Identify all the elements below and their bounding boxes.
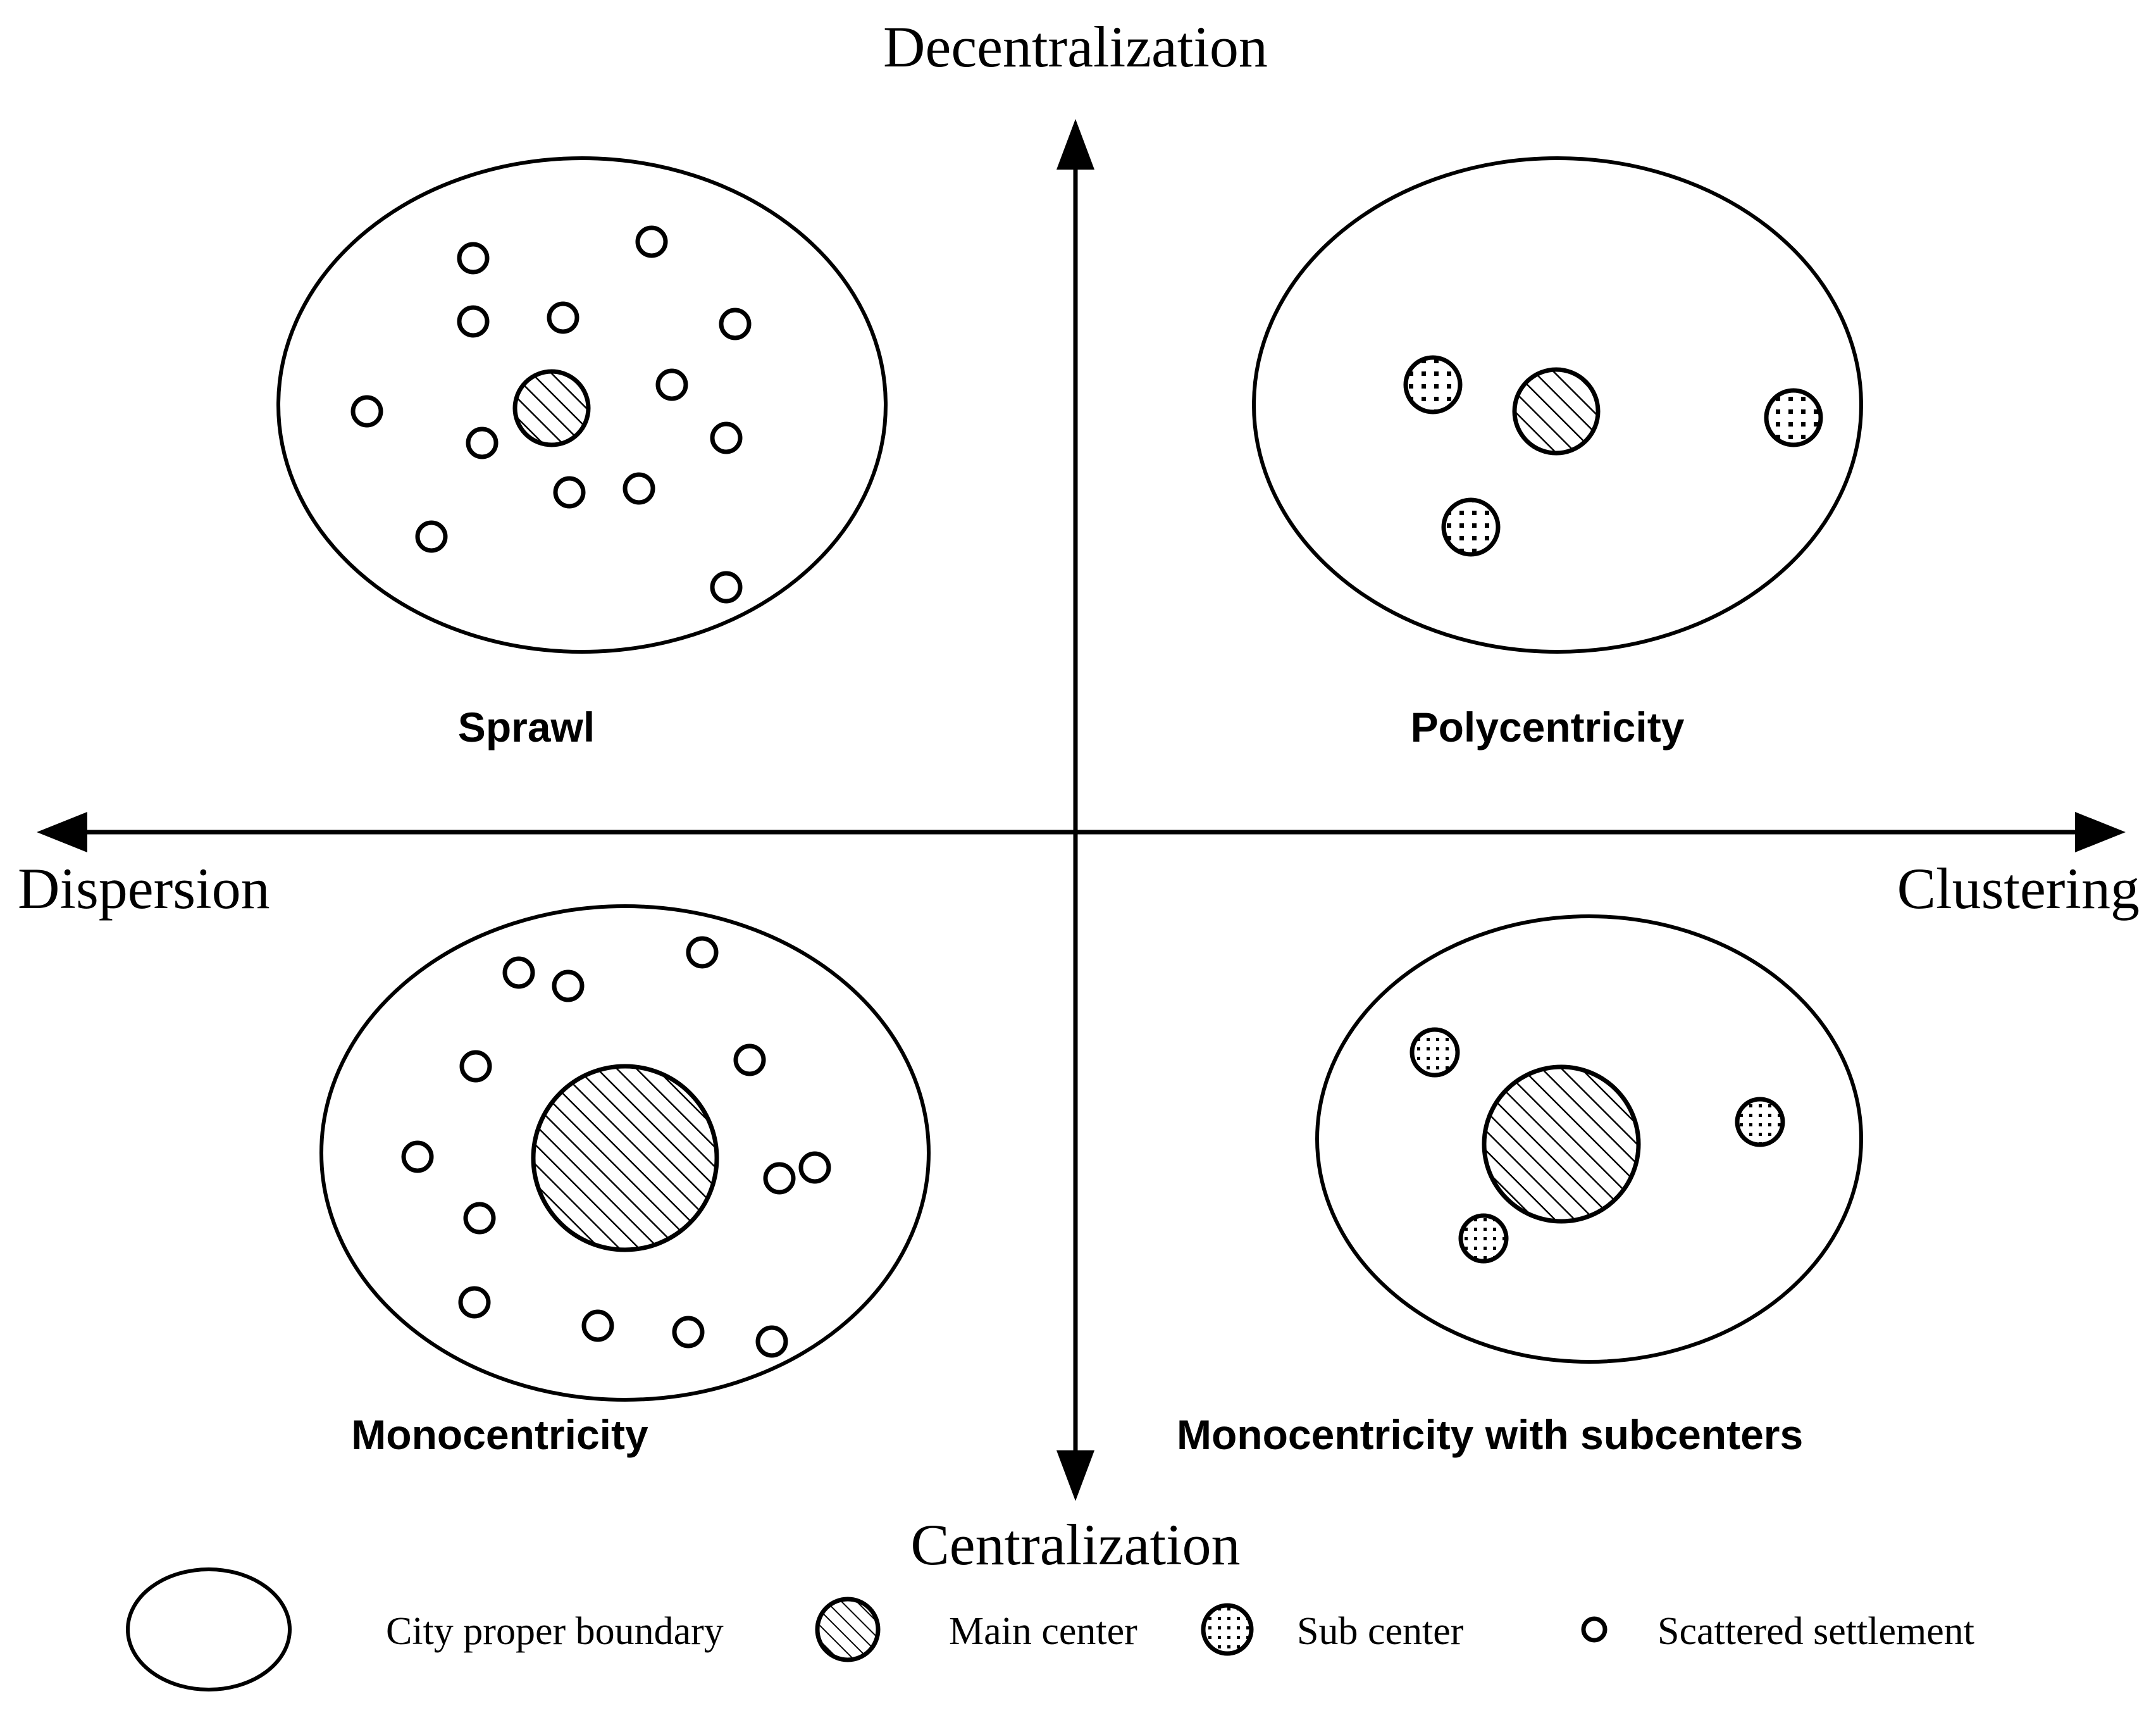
scattered-settlement: [733, 1043, 766, 1076]
axis-label-centralization: Centralization: [910, 1512, 1240, 1577]
axis-label-decentralization: Decentralization: [883, 15, 1268, 79]
scattered-settlement: [463, 1202, 496, 1235]
scattered-settlement: [635, 225, 668, 258]
scattered-settlement: [401, 1140, 434, 1173]
main-center: [1482, 1064, 1641, 1224]
scattered-settlement: [415, 520, 448, 553]
arrowhead-left-icon: [37, 812, 87, 852]
scattered-settlement: [755, 1325, 788, 1358]
sub-center: [1764, 388, 1823, 447]
scattered-settlement: [350, 395, 383, 428]
sub-center: [1409, 1027, 1460, 1078]
scattered-settlement: [686, 936, 719, 969]
axis-horizontal: [37, 812, 2126, 852]
scattered-settlement: [655, 368, 688, 401]
legend-label-scattered-settlement: Scattered settlement: [1657, 1610, 1974, 1653]
arrowhead-up-icon: [1056, 119, 1094, 170]
city-boundary-ellipse-icon: [126, 1567, 292, 1691]
scattered-settlement: [623, 472, 655, 505]
legend-label-city-proper-boundary: City proper boundary: [386, 1610, 724, 1653]
scattered-settlement: [547, 301, 579, 334]
sub-center: [1403, 355, 1463, 414]
scattered-settlement: [672, 1316, 705, 1349]
legend-label-main-center: Main center: [949, 1610, 1137, 1653]
sub-centers: [1403, 355, 1823, 557]
quadrant-label-sprawl: Sprawl: [458, 704, 595, 751]
legend: City proper boundary Main center Sub cen…: [126, 1567, 1974, 1691]
scattered-settlement: [458, 1286, 491, 1319]
legend-label-sub-center: Sub center: [1297, 1610, 1464, 1653]
scattered-settlement: [581, 1309, 614, 1342]
quadrant-polycentricity: Polycentricity: [1252, 156, 1863, 751]
quadrant-label-monocentricity-with-subcenters: Monocentricity with subcenters: [1177, 1411, 1803, 1458]
sub-center: [1735, 1097, 1785, 1147]
scattered-settlement: [457, 305, 490, 338]
quadrant-monocentricity-with-subcenters: Monocentricity with subcenters: [1177, 914, 1863, 1458]
main-center: [1512, 367, 1601, 456]
scattered-settlement: [502, 956, 535, 989]
main-center: [512, 369, 591, 447]
arrowhead-right-icon: [2075, 812, 2126, 852]
legend-item-scattered-settlement: Scattered settlement: [1581, 1610, 1974, 1653]
scattered-settlement: [457, 242, 490, 275]
scattered-settlement: [466, 427, 499, 459]
arrowhead-down-icon: [1056, 1450, 1094, 1501]
sub-center: [1441, 497, 1501, 557]
scattered-settlement: [552, 969, 585, 1002]
scattered-settlement: [763, 1162, 796, 1195]
sub-center-dotted-circle-icon: [1201, 1603, 1254, 1656]
main-center: [531, 1064, 719, 1252]
legend-item-city-proper-boundary: City proper boundary: [126, 1567, 724, 1691]
scattered-settlements: [350, 225, 752, 604]
legend-item-sub-center: Sub center: [1201, 1603, 1464, 1656]
scattered-settlement: [553, 476, 586, 509]
scattered-settlement: [798, 1151, 831, 1184]
sub-center: [1458, 1213, 1509, 1264]
quadrant-sprawl: Sprawl: [276, 156, 888, 751]
scattered-settlement-small-circle-icon: [1581, 1616, 1608, 1643]
legend-item-main-center: Main center: [815, 1597, 1137, 1662]
axis-label-clustering: Clustering: [1897, 856, 2140, 921]
scattered-settlement: [719, 308, 752, 340]
sub-centers: [1409, 1027, 1785, 1264]
scattered-settlement: [459, 1050, 492, 1083]
axis-label-dispersion: Dispersion: [18, 856, 270, 921]
axis-vertical: [1056, 119, 1094, 1501]
scattered-settlement: [710, 571, 743, 604]
quadrant-monocentricity: Monocentricity: [319, 904, 931, 1458]
scattered-settlement: [710, 421, 743, 454]
quadrant-label-polycentricity: Polycentricity: [1411, 704, 1685, 751]
main-center-hatched-circle-icon: [815, 1597, 881, 1662]
scattered-settlements: [401, 936, 831, 1358]
quadrant-label-monocentricity: Monocentricity: [351, 1411, 648, 1458]
